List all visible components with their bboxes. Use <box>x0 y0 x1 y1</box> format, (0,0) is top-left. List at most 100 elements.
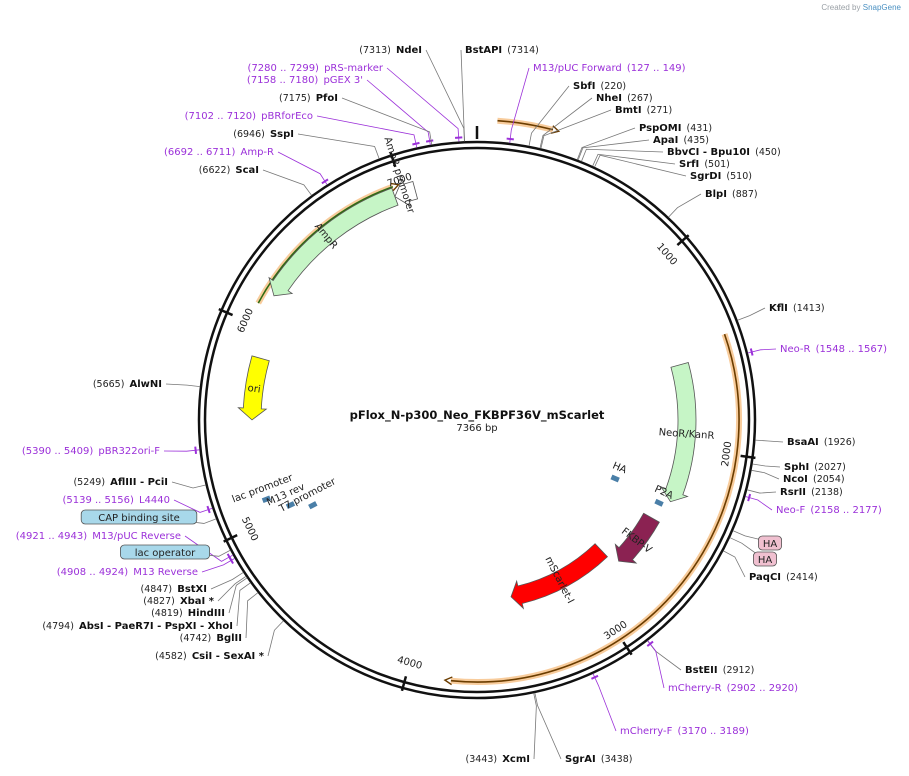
pos-m13-puc-reverse-31: (4921 .. 4943) <box>16 531 88 542</box>
name-rsrii-27: RsrII <box>780 487 806 498</box>
primer-neo-f-29: Neo-F (2158 .. 2177) <box>776 498 882 517</box>
feature-label-neor-kanr: NeoR/KanR <box>658 427 715 442</box>
leader-alwni-21 <box>165 383 201 388</box>
leader-paqci-36 <box>723 550 746 578</box>
enzyme-xbai-38: (4827) XbaI * <box>143 589 215 608</box>
pos-srfi-15: (501) <box>704 159 730 170</box>
enzyme-bsteii-43: BstEII (2912) <box>685 658 754 677</box>
primer-site-l4440-28 <box>206 505 211 514</box>
name-prs-marker-2: pRS-marker <box>324 63 384 74</box>
primer-mcherry-f-45: mCherry-F (3170 .. 3189) <box>620 719 749 738</box>
leader-bbvci-bpu10i-14 <box>581 148 664 162</box>
name-bstxi-37: BstXI <box>177 584 207 595</box>
leader-apai-12 <box>577 139 650 161</box>
enzyme-sgrai-47: SgrAI (3438) <box>565 747 632 766</box>
mcs-arc <box>497 119 554 131</box>
leader-pfoi-6 <box>341 97 433 145</box>
name-neo-f-29: Neo-F <box>776 505 806 516</box>
leader-rsrii-27 <box>747 489 777 494</box>
leader-ndei-0 <box>425 49 465 142</box>
marker-ha <box>610 474 620 483</box>
primer-site-m13-puc-forward-3 <box>506 137 514 141</box>
leader-xbai-38 <box>217 576 247 602</box>
enzyme-ncoi-26: NcoI (2054) <box>783 467 845 486</box>
name-hindiii-39: HindIII <box>188 608 225 619</box>
credit-prefix: Created by <box>821 3 861 12</box>
name-alwni-21: AlwNI <box>130 379 163 390</box>
pos-rsrii-27: (2138) <box>811 487 843 498</box>
feature-ampr-promoter <box>394 178 419 207</box>
pos-csii-sexai-42: (4582) <box>155 651 187 662</box>
enzyme-afliii-pcii-25: (5249) AflIII - PciI <box>73 470 168 489</box>
name-amp-r-13: Amp-R <box>241 147 275 158</box>
leader-sbfi-5 <box>528 85 570 146</box>
feature-ampr <box>268 187 399 297</box>
snapgene-credit: Created by SnapGene <box>821 3 901 12</box>
name-bbvci-bpu10i-14: BbvCI - Bpu10I <box>667 147 750 158</box>
name-bsaai-22: BsaAI <box>787 437 819 448</box>
marker-t7-promoter <box>308 501 318 510</box>
pos-bbvci-bpu10i-14: (450) <box>755 147 781 158</box>
pos-mcherry-r-44: (2902 .. 2920) <box>727 683 799 694</box>
enzyme-bbvci-bpu10i-14: BbvCI - Bpu10I (450) <box>667 140 781 159</box>
pos-bmti-8: (271) <box>647 105 673 116</box>
primer-site-pbr322ori-f-23 <box>194 446 198 454</box>
name-ndei-0: NdeI <box>396 45 422 56</box>
backbone-outer <box>197 140 757 700</box>
enzyme-nhei-7: NheI (267) <box>596 86 653 105</box>
pos-bstxi-37: (4847) <box>141 584 173 595</box>
enzyme-bsaai-22: BsaAI (1926) <box>787 430 855 449</box>
leader-srfi-15 <box>592 153 676 167</box>
name-m13-puc-reverse-31: M13/pUC Reverse <box>92 531 181 542</box>
tick-4000 <box>400 676 408 692</box>
pos-bsaai-22: (1926) <box>824 437 856 448</box>
name-sgrai-47: SgrAI <box>565 754 596 765</box>
leader-amp-r-13 <box>277 151 328 185</box>
name-afliii-pcii-25: AflIII - PciI <box>110 477 168 488</box>
backbone <box>197 140 757 700</box>
leader-pspomi-10 <box>576 127 636 160</box>
leader-lines <box>134 49 784 760</box>
pos-l4440-28: (5139 .. 5156) <box>62 495 134 506</box>
pos-pgex-3-4: (7158 .. 7180) <box>247 75 319 86</box>
primer-m13-puc-forward-3: M13/pUC Forward (127 .. 149) <box>533 56 686 75</box>
leader-ncoi-26 <box>751 469 780 480</box>
enzyme-absi-paer7i-pspxi-xhoi-40: (4794) AbsI - PaeR7I - PspXI - XhoI <box>42 614 233 633</box>
tick-label-5000: 5000 <box>239 515 260 543</box>
amp-arc <box>257 185 394 304</box>
name-bglii-41: BglII <box>216 633 242 644</box>
label-ha: HA <box>611 460 629 476</box>
leader-pgex-3-4 <box>366 79 431 145</box>
box-ha-32 <box>758 535 783 551</box>
plasmid-name: pFlox_N-p300_Neo_FKBPF36V_mScarlet <box>350 408 605 423</box>
pos-m13-puc-forward-3: (127 .. 149) <box>627 63 686 74</box>
leader-blpi-18 <box>668 193 702 218</box>
pos-blpi-18: (887) <box>732 189 758 200</box>
name-m13-puc-forward-3: M13/pUC Forward <box>533 63 622 74</box>
feature-ori <box>237 355 270 421</box>
enzyme-srfi-15: SrfI (501) <box>679 152 730 171</box>
pos-pbrforeco-9: (7102 .. 7120) <box>185 111 257 122</box>
box-cap-binding-site-30 <box>80 509 198 525</box>
primer-site-pgex-3-4 <box>425 139 434 143</box>
name-pgex-3-4: pGEX 3' <box>323 75 363 86</box>
pos-prs-marker-2: (7280 .. 7299) <box>248 63 320 74</box>
leader-m13-reverse-35 <box>201 558 235 573</box>
mcs-arc-head <box>550 125 561 134</box>
pos-pspomi-10: (431) <box>687 123 713 134</box>
pos-absi-paer7i-pspxi-xhoi-40: (4794) <box>42 621 74 632</box>
primer-site-neo-r-20 <box>749 348 754 356</box>
leader-nhei-7 <box>539 97 593 149</box>
insert-arc <box>450 333 740 683</box>
backbone-inner <box>203 146 751 694</box>
pos-sphi-24: (2027) <box>814 462 846 473</box>
leader-bmti-8 <box>540 109 612 149</box>
primer-l4440-28: (5139 .. 5156) L4440 <box>62 488 170 507</box>
leader-absi-paer7i-pspxi-xhoi-40 <box>236 582 251 627</box>
name-sbfi-5: SbfI <box>573 81 595 92</box>
pos-bglii-41: (4742) <box>180 633 212 644</box>
marker-lac-promoter <box>261 495 272 503</box>
tick-label-6000: 6000 <box>236 307 256 335</box>
